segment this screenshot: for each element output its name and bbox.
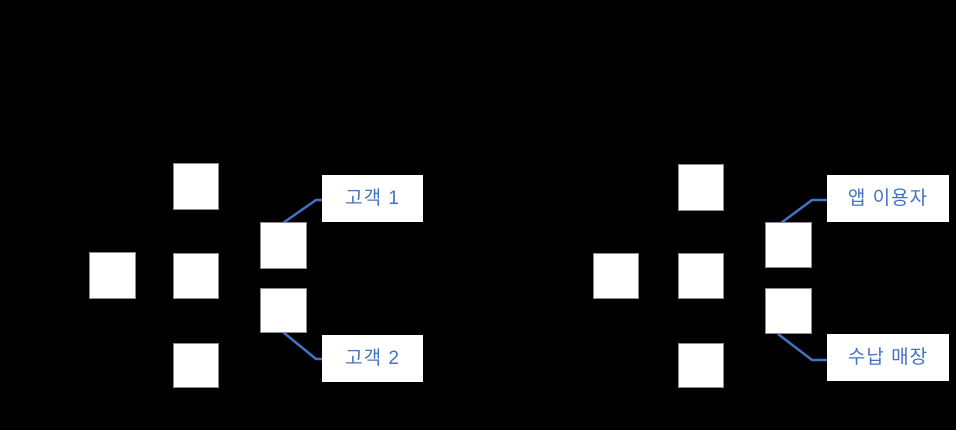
callout-label-customer-2-text: 고객 2	[345, 348, 400, 369]
callout-label-customer-1-text: 고객 1	[345, 188, 400, 209]
node-square	[173, 343, 219, 388]
node-square-app-user	[765, 222, 812, 268]
node-square	[173, 163, 219, 210]
callout-label-app-user-text: 앱 이용자	[847, 188, 929, 209]
node-square-store	[765, 288, 812, 334]
callout-label-app-user: 앱 이용자	[827, 175, 949, 222]
callout-label-customer-1: 고객 1	[322, 175, 423, 222]
callout-label-store: 수납 매장	[827, 334, 949, 381]
callout-label-store-text: 수납 매장	[847, 347, 929, 368]
callout-label-customer-2: 고객 2	[322, 335, 423, 382]
node-square-customer-1	[260, 222, 307, 269]
node-square	[173, 253, 219, 299]
node-square	[678, 253, 724, 299]
node-square	[678, 343, 724, 388]
node-square	[89, 252, 136, 299]
node-square	[593, 253, 639, 299]
node-square-customer-2	[260, 288, 307, 333]
node-square	[678, 164, 724, 211]
